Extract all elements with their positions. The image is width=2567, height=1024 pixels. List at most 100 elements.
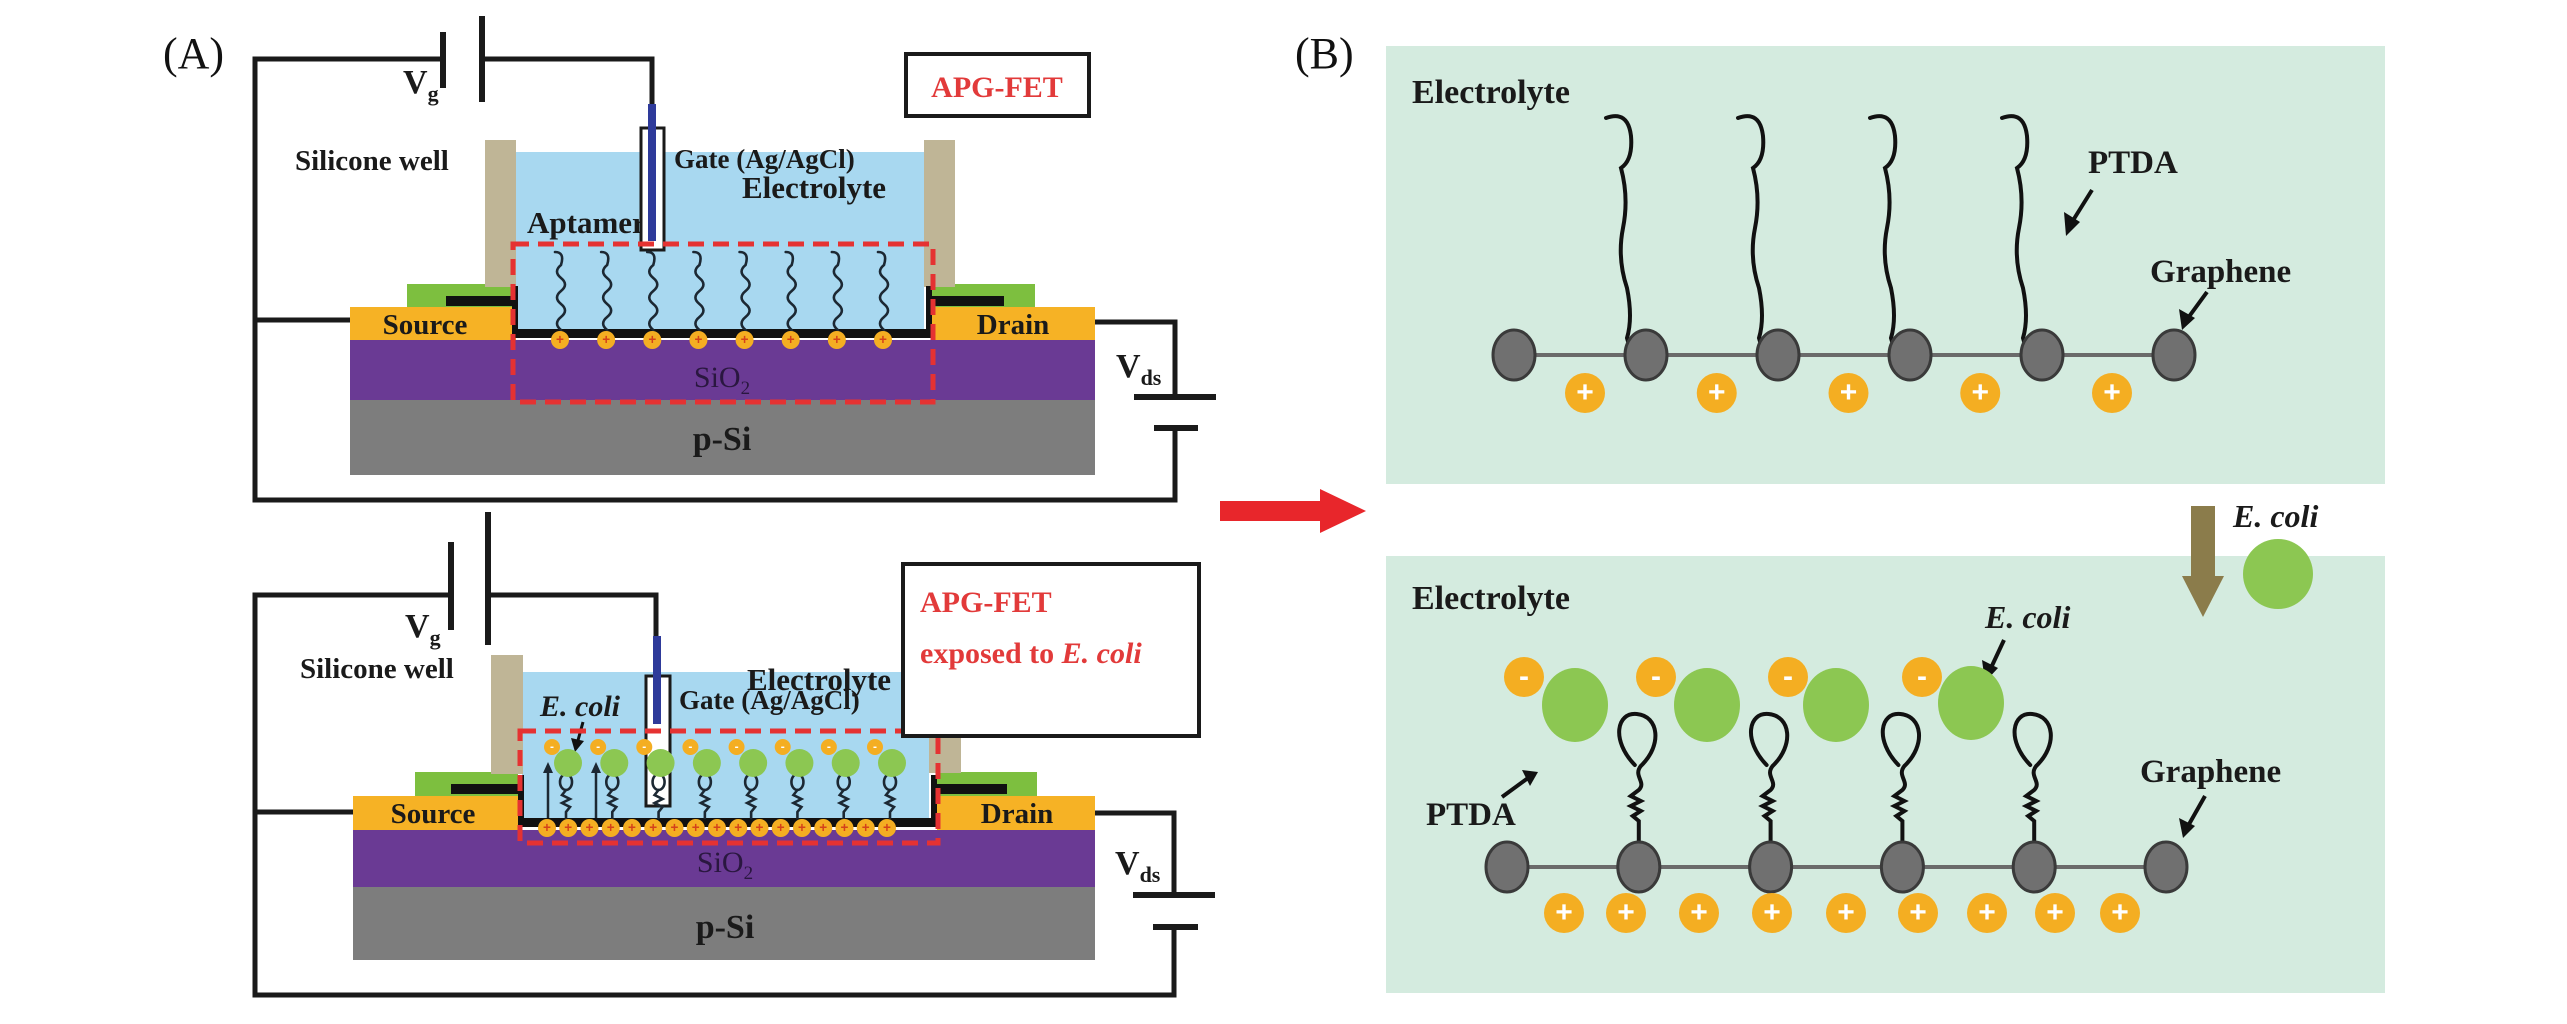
ptda-folded-loop [1617,711,1658,847]
positive-charge-body [2092,373,2132,413]
electrolyte-region [522,672,929,772]
positive-charge: + [2035,893,2075,933]
vds-label: Vds [1115,845,1161,887]
aptamer-strand [784,250,797,332]
ecoli-pointer-arrow [1988,639,2006,671]
apg-fet-exposed-device: Vg Vds SiO2 p-Si Source Drain Silicone w… [252,512,1215,998]
graphene-node [1879,840,1925,894]
positive-charge-sign: + [694,332,702,347]
positive-charge-body [708,819,726,837]
negative-charge-sign: - [1519,660,1529,693]
ecoli-bacterium [878,749,906,777]
negative-charge-sign: - [642,740,646,754]
positive-charge-sign: + [1763,896,1781,929]
negative-charge-sign: - [596,740,600,754]
ptda-chain [1604,114,1637,368]
aptamer-group [553,250,890,332]
negative-charge-body [867,739,883,755]
panel-b-bottom-scene: Electrolyte E. coli ---- +++++++++ PTDA … [1386,539,2385,993]
positive-charge-sign: + [713,820,721,835]
folded-aptamer-stem [697,788,712,820]
ptda-chain [2000,114,2033,368]
positive-charge-sign: + [1837,896,1855,929]
negative-charge-sign: - [1783,660,1793,693]
positive-charge-sign: + [833,332,841,347]
gate-electrode-wire [648,104,656,241]
positive-charge: + [580,819,599,837]
positive-charge-sign: + [883,820,891,835]
positive-charge-body [538,819,556,837]
positive-charge: + [597,331,616,349]
positive-charge-sign: + [2046,896,2064,929]
positive-charge: + [559,819,578,837]
graphene-node [1616,840,1662,894]
positive-charge-sign: + [1708,376,1726,409]
negative-charge-body [820,739,837,755]
sio2-layer [353,830,1095,887]
negative-charge-sign: - [1917,660,1927,693]
aptamer-strand [645,250,659,332]
ecoli-bacterium [646,749,675,777]
positive-charge: + [856,819,875,837]
ptda-chain [1736,114,1769,368]
positive-charge-sign: + [692,820,700,835]
negative-charge-sign: - [550,740,554,754]
folded-aptamer-stem [883,788,897,820]
graphene-node [2151,328,2197,382]
graphene-node [2019,328,2065,382]
gate-label: Gate (Ag/AgCl) [679,685,860,715]
ecoli-bacterium [739,749,768,777]
positive-charge: + [623,819,641,837]
ecoli-bacterium [1542,668,1608,742]
positive-charge-body [2100,893,2140,933]
graphene-node [2143,840,2189,894]
drain-circuit-wire [252,315,1178,503]
positive-charge: + [1960,373,2001,413]
positive-charge: + [1967,893,2007,933]
graphene-node [1484,840,1530,894]
drain-label: Drain [977,309,1050,341]
positive-charge-body [814,819,833,837]
transition-arrow-head [1320,489,1366,533]
positive-charge-sign: + [1909,896,1927,929]
positive-charge: + [1565,373,1605,413]
positive-charge-body [729,819,748,837]
source-contact-strip [451,784,518,794]
folded-aptamer-stem [559,788,573,820]
highlight-region-box [510,241,936,405]
negative-charge-sign: - [735,740,739,754]
positive-charge: + [1752,893,1792,933]
positive-charge: + [814,819,833,837]
positive-charge-body [1967,893,2007,933]
panel-a-label: (A) [163,29,224,78]
panel-b-top-scene: Electrolyte +++++ PTDA Graphene [1386,46,2385,484]
positive-charge: + [2092,373,2132,413]
positive-charge-body [878,819,896,837]
p-si-layer [350,400,1095,475]
positive-charge: + [827,331,846,349]
ecoli-bacterium [831,749,860,777]
negative-charge-sign: - [781,740,785,754]
positive-charge-sign: + [756,820,764,835]
positive-charge: + [644,819,663,837]
positive-charge-sign: + [649,820,657,835]
positive-charge-body [686,819,705,837]
positive-charge-body [1898,893,1938,933]
transition-arrow [1220,489,1366,533]
ecoli-bacterium [1938,666,2004,740]
negative-charge: - [590,739,607,755]
p-si-layer [353,887,1095,960]
positive-charge: + [729,819,748,837]
gate-circuit-wire [252,56,446,323]
negative-charge-sign: - [827,740,831,754]
sio2-label: SiO2 [694,361,750,399]
graphene-pointer-arrowhead [2179,818,2195,838]
positive-charge-sign: + [1978,896,1996,929]
bacteria-group: -------- [544,739,906,777]
positive-charge-body [1565,373,1605,413]
negative-charge-body [1504,657,1544,697]
negative-charge-body [774,739,791,755]
positive-charge: + [1606,893,1646,933]
positive-charge-sign: + [671,820,679,835]
positive-charge-body [1826,893,1866,933]
